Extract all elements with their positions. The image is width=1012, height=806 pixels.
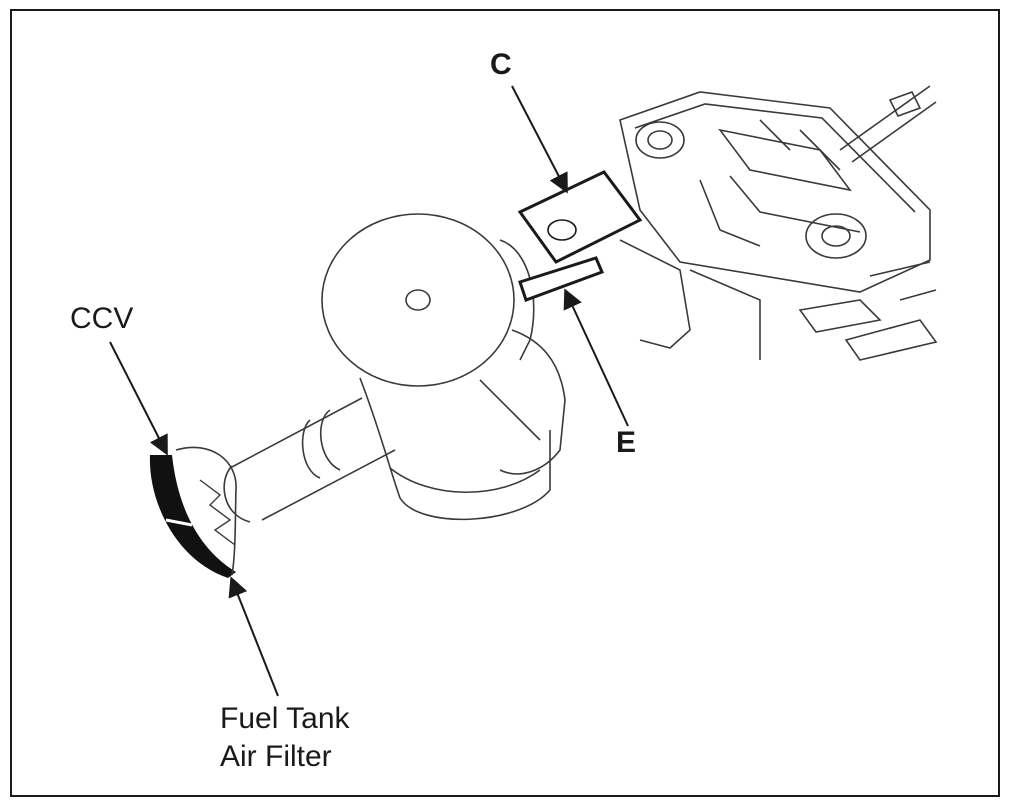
bracket-c [517, 170, 643, 264]
callout-leaders [109, 85, 629, 697]
mounting-bracket [619, 91, 931, 293]
callout-label-ccv: CCV [70, 302, 134, 335]
callout-label-fuel-tank-air-filter: Fuel Tank Air Filter [220, 700, 350, 777]
callout-label-fuel-line2: Air Filter [220, 740, 332, 774]
lower-fittings [619, 239, 938, 361]
callout-label-fuel-line1: Fuel Tank [220, 702, 350, 735]
callout-label-c: C [490, 48, 512, 81]
vent-tube [223, 397, 396, 523]
callout-label-e: E [616, 426, 637, 459]
air-filter [149, 446, 237, 578]
linkage-rod [839, 85, 937, 163]
strap-e [518, 256, 605, 302]
diagram-frame [10, 9, 1000, 797]
canister-body [321, 213, 566, 521]
